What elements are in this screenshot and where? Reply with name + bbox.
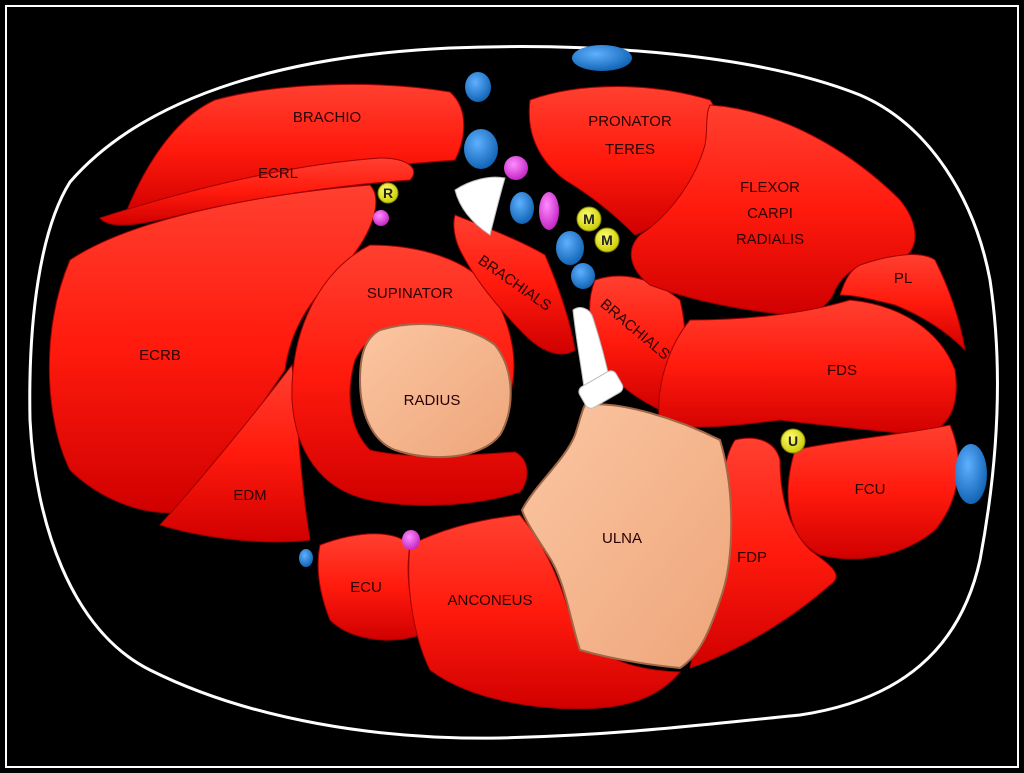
radial-nerve: R <box>378 183 398 203</box>
label-pronator-line2: TERES <box>605 141 655 158</box>
radius-bone <box>360 324 511 457</box>
label-pronator-line1: PRONATOR <box>588 113 672 130</box>
pink-vessel-3 <box>373 210 389 226</box>
label-ecrl: ECRL <box>258 165 298 182</box>
vessel-small-ecu <box>299 549 313 567</box>
fds-muscle <box>659 300 956 435</box>
label-pl: PL <box>894 270 912 287</box>
pink-vessel-4 <box>402 530 420 550</box>
svg-text:R: R <box>383 185 393 201</box>
svg-text:M: M <box>583 211 595 227</box>
label-supinator: SUPINATOR <box>367 285 453 302</box>
vessel-3 <box>510 192 534 224</box>
label-brachio: BRACHIO <box>293 109 361 126</box>
label-ecrb: ECRB <box>139 347 181 364</box>
label-anconeus: ANCONEUS <box>447 592 532 609</box>
svg-text:U: U <box>788 433 798 449</box>
label-radius: RADIUS <box>404 392 461 409</box>
label-fcu: FCU <box>855 481 886 498</box>
label-fds: FDS <box>827 362 857 379</box>
vessel-4 <box>556 231 584 265</box>
label-fdp: FDP <box>737 549 767 566</box>
label-fcr-line3: RADIALIS <box>736 231 804 248</box>
label-ecu: ECU <box>350 579 382 596</box>
svg-text:M: M <box>601 232 613 248</box>
ulnar-nerve: U <box>781 429 805 453</box>
median-nerve-1: M <box>577 207 601 231</box>
label-edm: EDM <box>233 487 266 504</box>
label-ulna: ULNA <box>602 530 642 547</box>
vessel-2 <box>464 129 498 169</box>
median-nerve-2: M <box>595 228 619 252</box>
vessel-5 <box>571 263 595 289</box>
pink-vessel-2 <box>539 192 559 230</box>
label-fcr-line2: CARPI <box>747 205 793 222</box>
cephalic-vein <box>572 45 632 71</box>
pink-vessel-1 <box>504 156 528 180</box>
basilic-vein <box>955 444 987 504</box>
vessel-1 <box>465 72 491 102</box>
label-fcr-line1: FLEXOR <box>740 179 800 196</box>
